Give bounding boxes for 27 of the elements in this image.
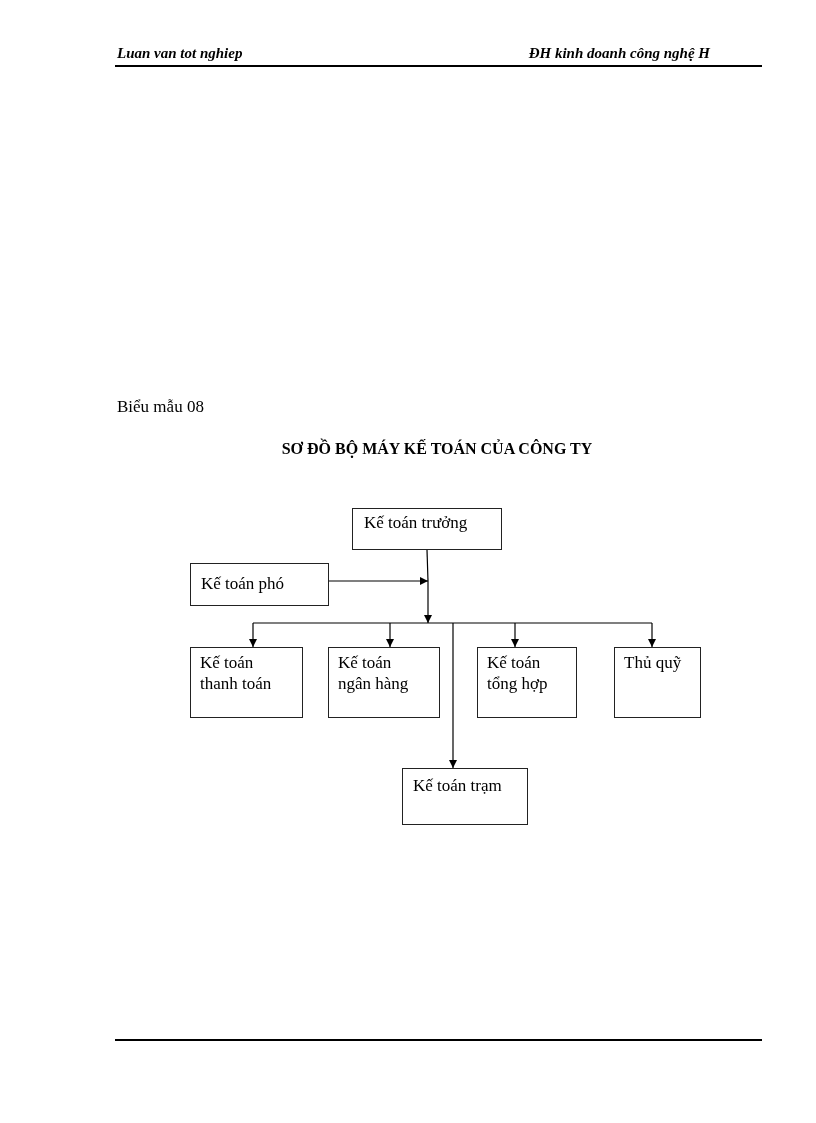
arrow: [424, 580, 432, 624]
header-text: Luan van tot nghiep: [117, 45, 243, 62]
arrow: [511, 622, 519, 648]
arrow: [386, 622, 394, 648]
box-label: Kế toán trạm: [413, 775, 503, 796]
box-label: Kế toán thanh toán: [200, 652, 273, 694]
box-label: Kế toán tổng hợp: [487, 652, 549, 694]
role-box: [328, 647, 440, 718]
role-box: [477, 647, 577, 718]
diagram-title: SƠ ĐỒ BỘ MÁY KẾ TOÁN CỦA CÔNG TY: [281, 440, 593, 458]
connector-line: [252, 622, 653, 624]
role-box: [352, 508, 502, 550]
arrow: [328, 577, 429, 585]
box-label: Kế toán phó: [201, 573, 286, 594]
box-label: Kế toán ngân hàng: [338, 652, 410, 694]
arrow: [648, 622, 656, 648]
box-label: Kế toán trưởng: [364, 512, 469, 533]
role-box: [614, 647, 701, 718]
header-text: ĐH kinh doanh công nghệ H: [528, 45, 710, 62]
arrow: [249, 622, 257, 648]
box-label: Thủ quỹ: [624, 652, 683, 673]
arrow: [449, 622, 457, 769]
role-box: [402, 768, 528, 825]
role-box: [190, 563, 329, 606]
role-box: [190, 647, 303, 718]
form-number: Biểu mẫu 08: [117, 397, 204, 417]
connector-line: [426, 549, 429, 582]
